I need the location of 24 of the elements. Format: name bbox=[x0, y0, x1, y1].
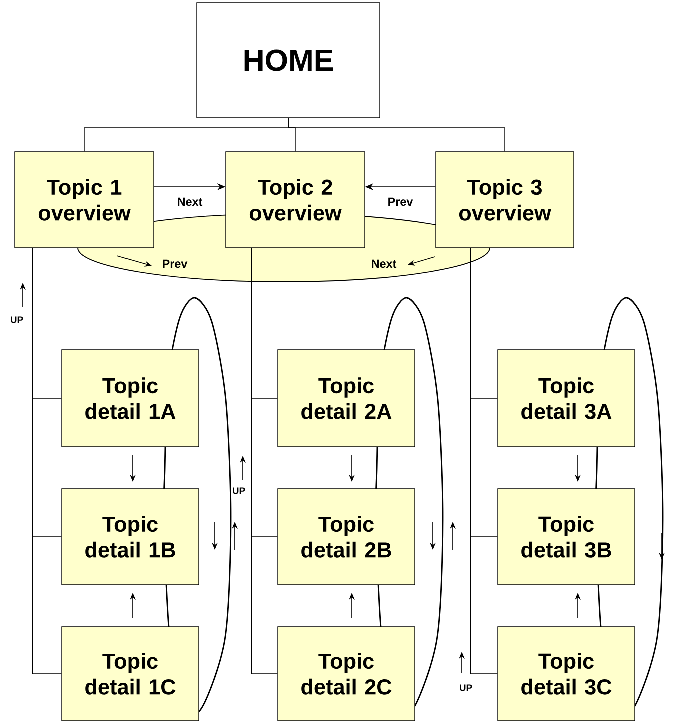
up-label: UP bbox=[11, 316, 24, 324]
topic-box: Topic detail 1B bbox=[62, 488, 200, 586]
topic-box: Topic detail 1A bbox=[62, 350, 200, 448]
connector bbox=[470, 248, 498, 674]
topic-box: Topic detail 3B bbox=[498, 488, 636, 586]
up-label: UP bbox=[233, 488, 246, 494]
edge-label: Prev bbox=[386, 196, 414, 208]
edge-label: Next bbox=[176, 196, 204, 208]
nav-label: Prev bbox=[163, 260, 188, 268]
topic-box: Topic 3 overview bbox=[436, 152, 574, 248]
topic-box: Topic detail 3A bbox=[498, 350, 636, 448]
nav-label: Next bbox=[372, 260, 397, 268]
topic-box: Topic detail 2B bbox=[278, 488, 416, 586]
connector bbox=[32, 248, 62, 674]
topic-box: Topic detail 1C bbox=[62, 626, 200, 722]
topic-box: Topic detail 3C bbox=[498, 626, 636, 722]
topic-box: Topic 2 overview bbox=[226, 152, 366, 248]
topic-box: Topic 1 overview bbox=[14, 152, 154, 248]
home-box: HOME bbox=[196, 2, 380, 118]
up-label: UP bbox=[460, 684, 472, 692]
topic-box: Topic detail 2C bbox=[278, 626, 416, 722]
topic-box: Topic detail 2A bbox=[278, 350, 416, 448]
connector bbox=[251, 248, 278, 674]
connector bbox=[288, 118, 506, 152]
